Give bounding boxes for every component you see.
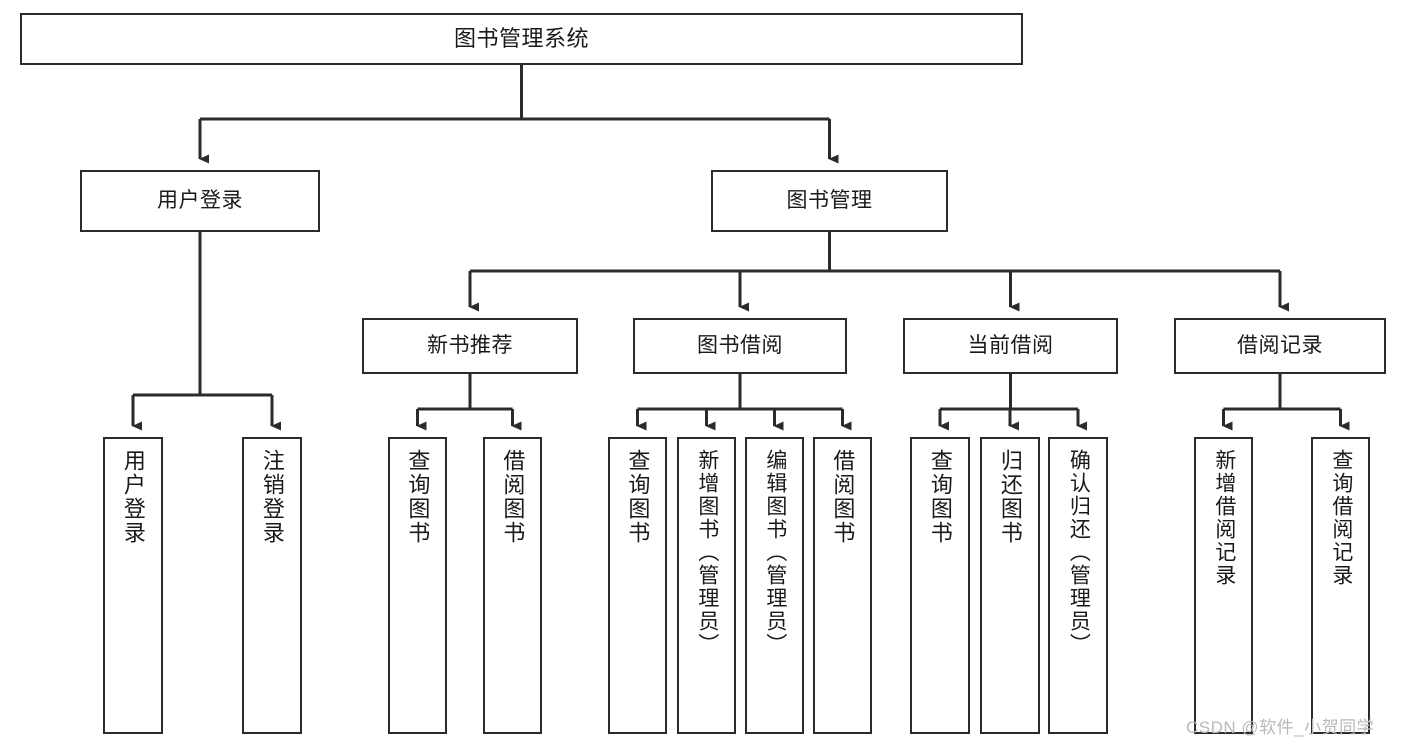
node-leaf-logout[interactable]: 注销登录 xyxy=(242,437,302,734)
node-label: 查询图书 xyxy=(625,449,651,545)
node-label: 图书管理 xyxy=(786,188,873,212)
node-leaf-query-record[interactable]: 查询借阅记录 xyxy=(1311,437,1370,734)
node-label: 查询图书 xyxy=(405,449,431,545)
node-label: 新增图书（管理员） xyxy=(695,449,719,656)
node-root[interactable]: 图书管理系统 xyxy=(20,13,1023,65)
node-label: 借阅图书 xyxy=(500,449,526,545)
node-label: 用户登录 xyxy=(120,449,146,545)
node-label: 查询借阅记录 xyxy=(1329,449,1353,587)
node-label: 注销登录 xyxy=(259,449,285,545)
node-label: 借阅记录 xyxy=(1237,333,1323,357)
node-leaf-add-record[interactable]: 新增借阅记录 xyxy=(1194,437,1253,734)
node-user-login[interactable]: 用户登录 xyxy=(80,170,320,232)
node-leaf-borrow-book-1[interactable]: 借阅图书 xyxy=(483,437,542,734)
node-book-borrow[interactable]: 图书借阅 xyxy=(633,318,847,374)
node-leaf-add-book[interactable]: 新增图书（管理员） xyxy=(677,437,736,734)
node-leaf-edit-book[interactable]: 编辑图书（管理员） xyxy=(745,437,804,734)
node-label: 新书推荐 xyxy=(427,333,513,357)
node-label: 图书管理系统 xyxy=(453,26,589,52)
node-label: 用户登录 xyxy=(157,188,243,212)
node-book-manage[interactable]: 图书管理 xyxy=(711,170,948,232)
node-leaf-query-book-3[interactable]: 查询图书 xyxy=(910,437,970,734)
node-label: 当前借阅 xyxy=(967,333,1054,357)
node-label: 编辑图书（管理员） xyxy=(763,449,787,656)
watermark: CSDN @软件_小贺同学 xyxy=(1186,718,1375,737)
node-label: 归还图书 xyxy=(997,449,1023,545)
node-current-borrow[interactable]: 当前借阅 xyxy=(903,318,1118,374)
node-label: 图书借阅 xyxy=(697,333,783,357)
node-label: 查询图书 xyxy=(927,449,953,545)
node-leaf-confirm-return[interactable]: 确认归还（管理员） xyxy=(1048,437,1108,734)
node-leaf-query-book-2[interactable]: 查询图书 xyxy=(608,437,667,734)
node-leaf-query-book-1[interactable]: 查询图书 xyxy=(388,437,447,734)
node-leaf-user-login[interactable]: 用户登录 xyxy=(103,437,163,734)
node-label: 新增借阅记录 xyxy=(1212,449,1236,587)
node-label: 借阅图书 xyxy=(830,449,856,545)
node-new-book-rec[interactable]: 新书推荐 xyxy=(362,318,578,374)
node-borrow-record[interactable]: 借阅记录 xyxy=(1174,318,1386,374)
node-leaf-return-book[interactable]: 归还图书 xyxy=(980,437,1040,734)
node-leaf-borrow-book-2[interactable]: 借阅图书 xyxy=(813,437,872,734)
node-label: 确认归还（管理员） xyxy=(1067,449,1091,656)
